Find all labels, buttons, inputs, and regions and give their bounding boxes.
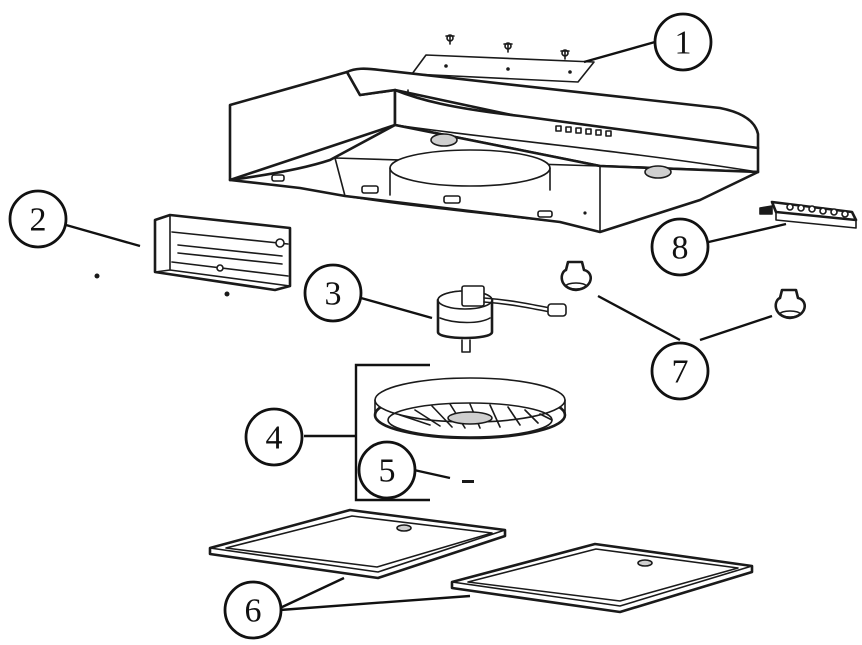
callout-1-label: 1 [675, 25, 692, 62]
leader-6b [279, 594, 471, 612]
callout-2: 2 [8, 189, 68, 249]
leader-2 [65, 223, 141, 248]
plate-screws [445, 34, 570, 60]
fan-assembly-bracket [304, 363, 430, 502]
leader-6a [279, 576, 345, 610]
light-bulb-1 [560, 260, 592, 292]
callout-4-label: 4 [266, 420, 283, 457]
leader-8 [699, 222, 787, 246]
fan-wheel [373, 377, 567, 483]
control-board [759, 200, 858, 229]
callout-7-label: 7 [672, 354, 689, 391]
light-bulb-2 [774, 288, 806, 320]
callout-2-label: 2 [30, 202, 47, 239]
callout-3: 3 [303, 263, 363, 323]
control-buttons [555, 125, 612, 137]
leader-7a [597, 294, 681, 342]
mounting-plate [411, 34, 595, 83]
grease-filter-left [208, 508, 507, 580]
range-hood-body [228, 67, 760, 234]
leader-lines [65, 40, 787, 612]
callout-1: 1 [653, 12, 713, 72]
leader-1 [583, 40, 656, 64]
callout-6-label: 6 [245, 593, 262, 630]
grease-filter-right [450, 542, 754, 614]
leader-7b [699, 314, 773, 342]
callout-5: 5 [357, 440, 417, 500]
damper-box [94, 213, 292, 297]
blower-motor [436, 285, 567, 353]
callout-4: 4 [244, 407, 304, 467]
leader-5 [413, 468, 451, 480]
callout-6: 6 [223, 580, 283, 640]
callout-8-label: 8 [672, 230, 689, 267]
callout-7: 7 [650, 341, 710, 401]
callout-5-label: 5 [379, 453, 396, 490]
callout-8: 8 [650, 217, 710, 277]
leader-3 [360, 296, 433, 320]
callout-3-label: 3 [325, 276, 342, 313]
